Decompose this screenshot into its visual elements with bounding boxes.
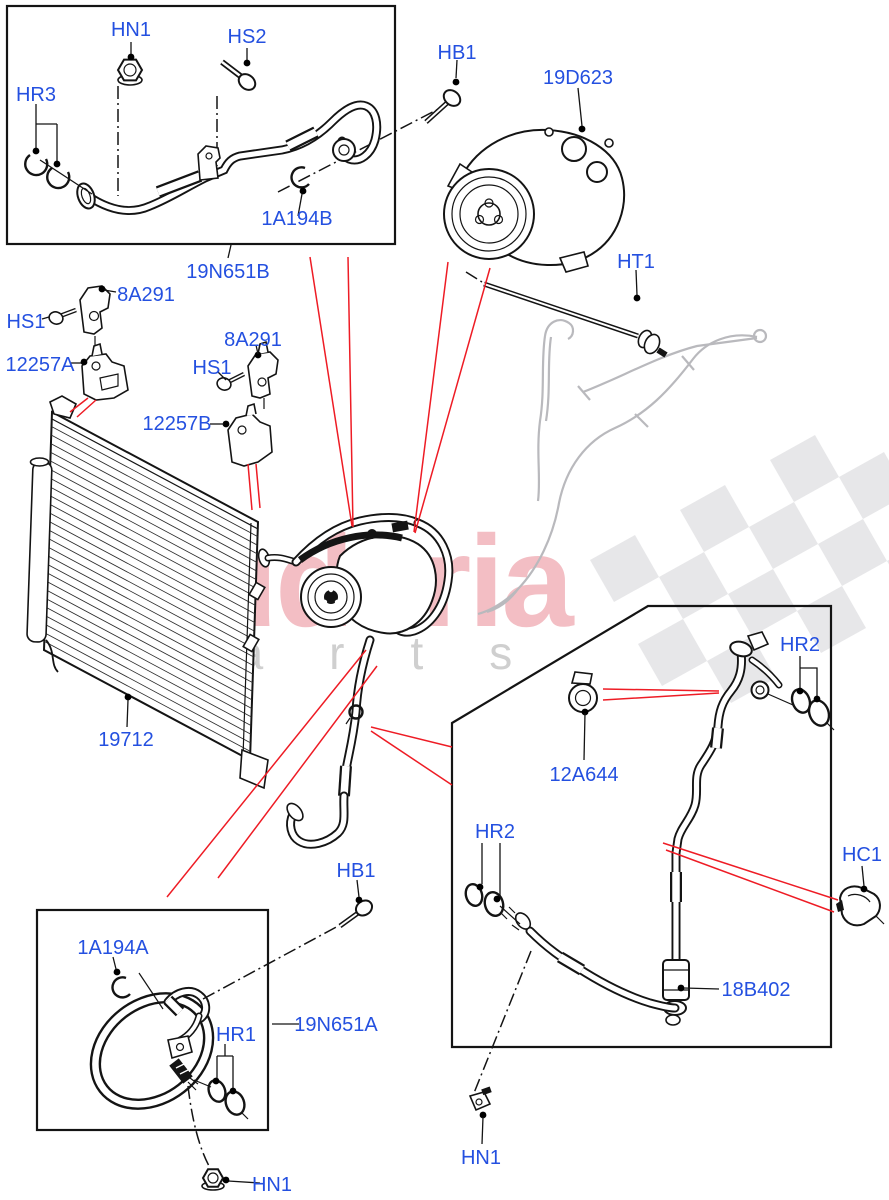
clamp-hr3-1 — [24, 154, 49, 177]
part-label-hr2-b[interactable]: HR2 — [474, 821, 516, 843]
inset-box-19n651a — [35, 908, 270, 1132]
oring-1a194a — [111, 976, 131, 999]
part-label-12a644[interactable]: 12A644 — [549, 764, 619, 786]
pipe-19n651b-drawing — [24, 42, 451, 259]
oring-1a194b — [290, 166, 310, 189]
oring-hr2-3 — [464, 882, 484, 908]
part-label-1a194b[interactable]: 1A194B — [261, 208, 333, 230]
part-label-19n651b[interactable]: 19N651B — [186, 261, 270, 283]
bolt-hs2 — [220, 59, 257, 91]
part-label-hn1-top[interactable]: HN1 — [110, 19, 152, 41]
fitting-hn1-br — [468, 950, 532, 1145]
part-label-19712[interactable]: 19712 — [98, 729, 154, 751]
part-label-hr3[interactable]: HR3 — [15, 84, 57, 106]
part-label-12257b[interactable]: 12257B — [142, 413, 212, 435]
red-callout-lines — [69, 256, 839, 913]
part-label-hs2[interactable]: HS2 — [227, 26, 267, 48]
part-label-12257a[interactable]: 12257A — [5, 354, 75, 376]
part-label-18b402[interactable]: 18B402 — [721, 979, 791, 1001]
condenser-19712-drawing — [26, 395, 269, 790]
oring-hr2-4 — [483, 890, 505, 918]
part-label-hr1[interactable]: HR1 — [215, 1024, 257, 1046]
part-label-19n651a[interactable]: 19N651A — [294, 1014, 378, 1036]
part-label-8a291-a[interactable]: 8A291 — [117, 284, 175, 306]
part-label-19d623[interactable]: 19D623 — [542, 67, 614, 89]
union-18b402 — [662, 959, 720, 1001]
part-label-hc1[interactable]: HC1 — [841, 844, 883, 866]
inset-box-19n651b — [5, 4, 397, 246]
background-pipes-drawing — [477, 319, 768, 616]
part-label-ht1[interactable]: HT1 — [617, 251, 655, 273]
part-label-hs1-b[interactable]: HS1 — [192, 357, 232, 379]
hose-19n651a-drawing — [89, 879, 374, 1191]
center-compressor-hoses-drawing — [257, 513, 454, 849]
nut-hn1-top — [116, 58, 144, 86]
pressure-switch-12a644 — [568, 671, 598, 761]
bolt-hb1-top — [424, 59, 462, 124]
nut-hn1-bl — [201, 1168, 225, 1191]
part-label-1a194a[interactable]: 1A194A — [77, 937, 149, 959]
part-label-hr2-a[interactable]: HR2 — [779, 634, 821, 656]
part-label-hn1-bl[interactable]: HN1 — [251, 1174, 293, 1196]
inset-box-liquid-line — [450, 604, 833, 1049]
stud-ht1 — [465, 271, 668, 358]
part-label-hs1-a[interactable]: HS1 — [6, 311, 46, 333]
brackets-drawing — [41, 285, 279, 467]
part-label-hn1-br[interactable]: HN1 — [460, 1147, 502, 1169]
part-label-hb1-low[interactable]: HB1 — [336, 860, 376, 882]
compressor-19d623-drawing — [424, 59, 668, 358]
liquid-line-drawing — [464, 631, 885, 1145]
part-label-hb1-top[interactable]: HB1 — [437, 42, 477, 64]
bolt-hb1-low — [338, 879, 374, 929]
part-label-8a291-b[interactable]: 8A291 — [224, 329, 282, 351]
valve-hc1 — [836, 885, 885, 927]
